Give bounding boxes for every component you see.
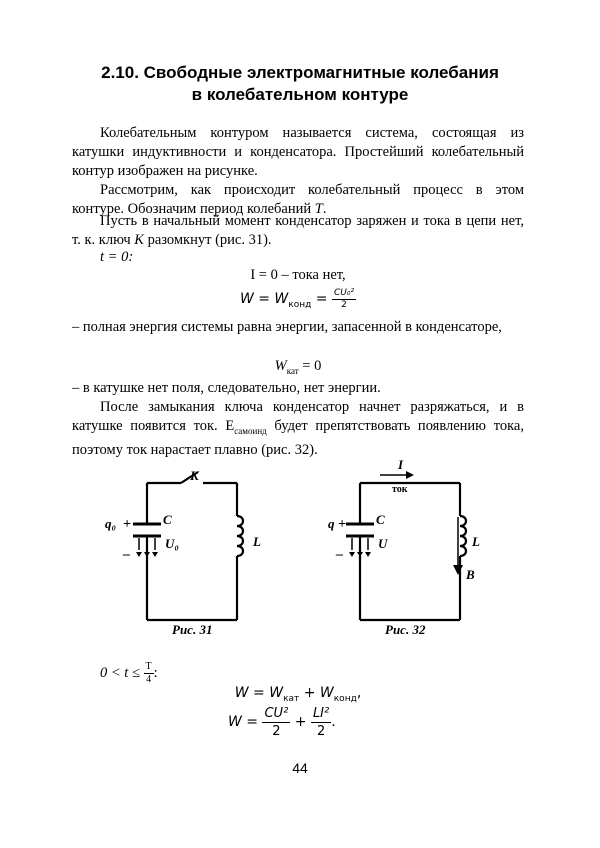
equation-current-zero: I = 0 – тока нет,: [250, 267, 346, 283]
paragraph-initial: Пусть в начальный момент конденсатор зар…: [72, 213, 524, 248]
title-line-1: 2.10. Свободные электромагнитные колебан…: [101, 63, 499, 82]
fig31-inductor-label: L: [252, 534, 261, 549]
paragraph-discharge: После замыкания ключа конденсатор начнет…: [72, 399, 524, 458]
title-line-2: в колебательном контуре: [191, 85, 409, 104]
figure-32-circuit: I ток q + – C U L B: [328, 457, 480, 622]
fig32-minus-sign: –: [335, 547, 343, 562]
fig32-inductor-coil: [459, 514, 468, 558]
page-number: 44: [292, 760, 308, 776]
fig32-charge-label: q: [328, 516, 335, 531]
equation-energy-sum: W = Wкат + Wконд,: [234, 685, 362, 704]
fig31-plus-sign: +: [123, 517, 131, 532]
fig31-key-label: K: [189, 468, 200, 483]
fig32-inductor-label: L: [471, 534, 480, 549]
paragraph-definition: Колебательным контуром называется систем…: [72, 125, 524, 179]
fig31-capacitor-label: C: [163, 512, 172, 527]
fig31-minus-sign: –: [122, 547, 130, 562]
fig32-current-label: I: [397, 457, 404, 472]
fig32-caption: Рис. 32: [385, 622, 426, 637]
fig31-charge-label: q₀: [105, 516, 116, 531]
figure-31-circuit: K q₀ + – C U₀ L: [105, 468, 261, 622]
fig32-field-label: B: [465, 567, 475, 582]
fig31-inductor-coil: [236, 514, 245, 558]
fig31-field-arrows: [138, 538, 156, 550]
equation-coil-energy-zero: Wкат = 0: [274, 358, 322, 376]
fig31-caption: Рис. 31: [172, 622, 213, 637]
paragraph-period: Рассмотрим, как происходит колебательный…: [72, 182, 524, 217]
fig32-field-arrowhead: [453, 565, 463, 575]
fig32-plus-sign: +: [338, 517, 346, 532]
fig32-current-arrowhead: [406, 471, 414, 479]
paragraph-no-field: – в катушке нет поля, следовательно, нет…: [72, 380, 381, 396]
time-zero-label: t = 0:: [100, 249, 134, 265]
paragraph-total-energy: – полная энергия системы равна энергии, …: [72, 319, 502, 335]
fig32-current-sub: ток: [392, 484, 408, 495]
fig32-field-arrows: [351, 538, 369, 550]
fig32-voltage-label: U: [378, 536, 388, 551]
section-title: 2.10. Свободные электромагнитные колебан…: [40, 62, 560, 106]
fig32-capacitor-label: C: [376, 512, 385, 527]
fig31-voltage-label: U₀: [165, 536, 179, 551]
fig31-switch-blade: [180, 471, 199, 484]
